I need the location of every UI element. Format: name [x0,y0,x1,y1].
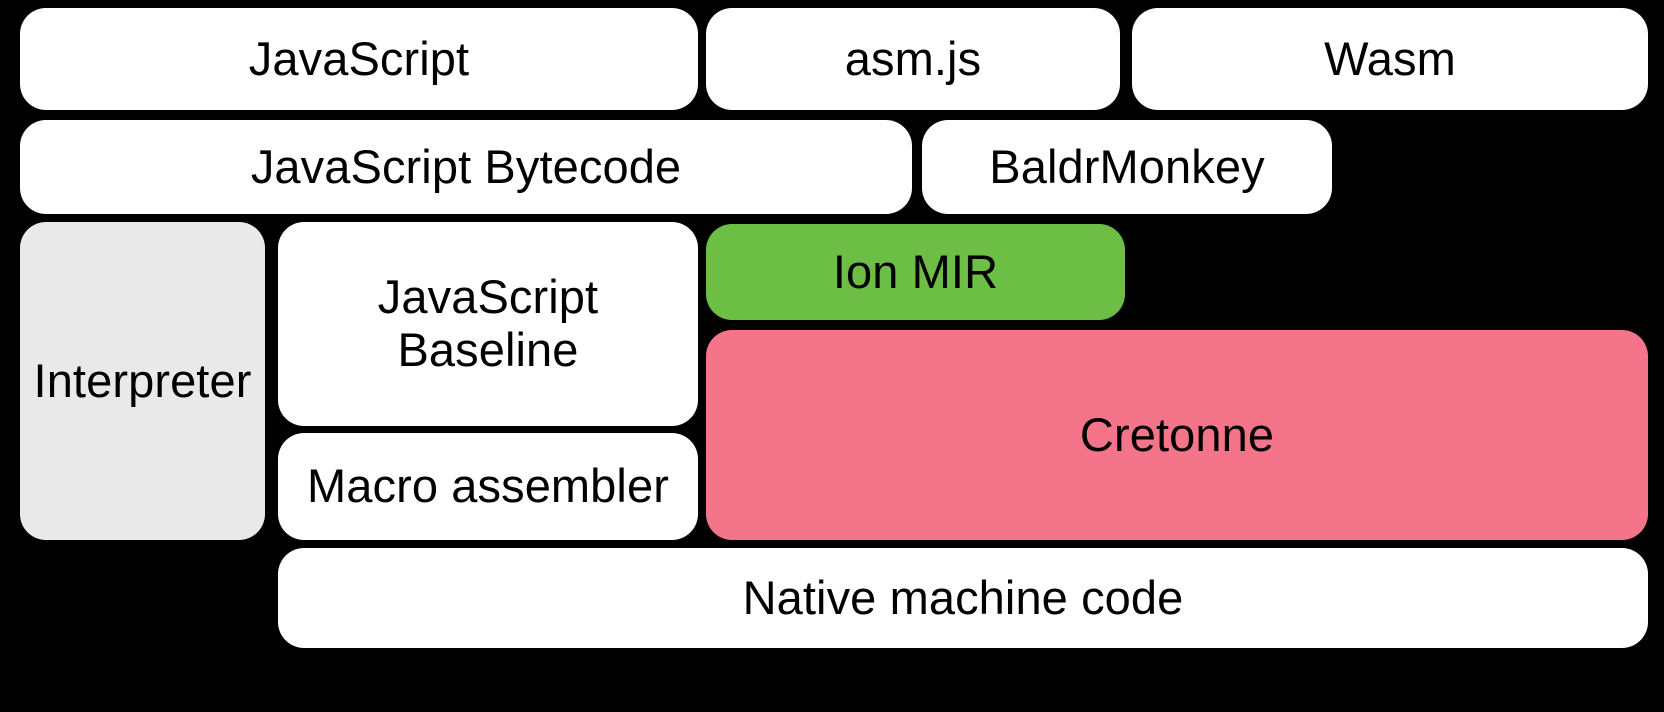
node-native-machine-code: Native machine code [278,548,1648,648]
node-interpreter: Interpreter [20,222,265,540]
node-asmjs: asm.js [706,8,1120,110]
node-cretonne: Cretonne [706,330,1648,540]
node-ion-mir: Ion MIR [706,224,1125,320]
node-baldrmonkey: BaldrMonkey [922,120,1332,214]
node-javascript-baseline: JavaScript Baseline [278,222,698,426]
node-wasm: Wasm [1132,8,1648,110]
node-macro-assembler: Macro assembler [278,433,698,540]
node-javascript: JavaScript [20,8,698,110]
node-javascript-bytecode: JavaScript Bytecode [20,120,912,214]
